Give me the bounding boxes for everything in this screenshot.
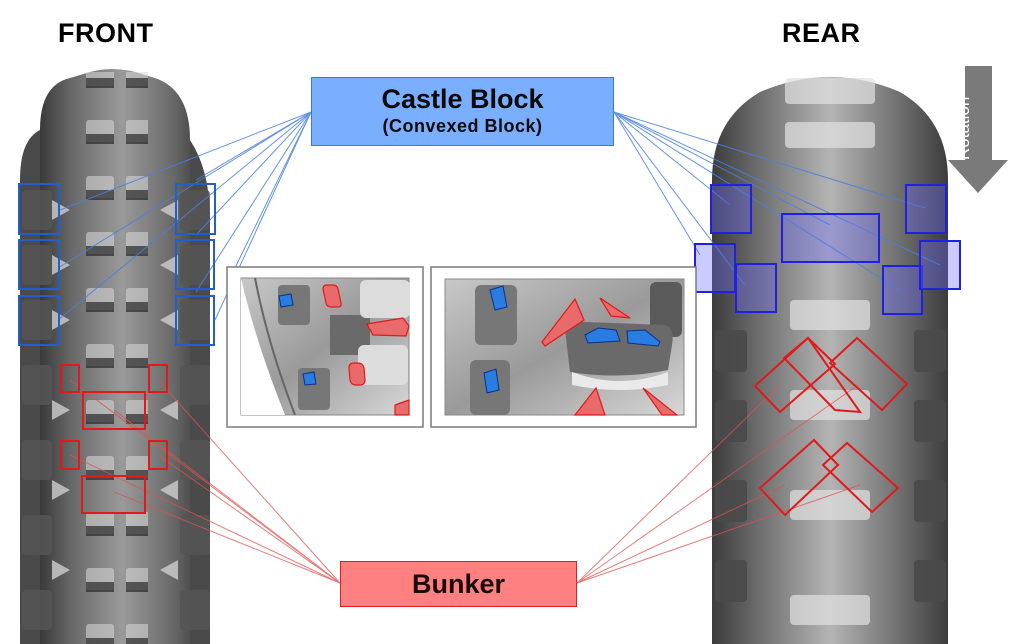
rotation-label: Rotation <box>954 96 973 160</box>
rear-castle-box <box>710 184 752 234</box>
rear-castle-box <box>781 213 880 263</box>
rear-bunker-diamond <box>828 336 909 412</box>
rear-bunker-diamond <box>782 336 863 414</box>
inset-bunker-marker <box>573 386 606 416</box>
front-bunker-box <box>60 440 80 470</box>
inset-castle-marker <box>489 285 508 311</box>
rear-bunker-diamond <box>758 438 840 517</box>
rear-castle-box <box>735 263 777 313</box>
bunker-title: Bunker <box>411 569 506 599</box>
inset-castle-marker <box>302 371 317 386</box>
front-castle-highlights <box>18 183 216 346</box>
rear-castle-box <box>919 240 961 290</box>
inset-bunker-marker <box>394 399 410 416</box>
front-castle-box <box>175 183 216 235</box>
rear-bunker-highlights <box>753 336 909 517</box>
inset-bunker-marker <box>366 317 410 337</box>
rear-castle-highlights <box>694 184 961 315</box>
front-bunker-box <box>81 475 146 514</box>
front-castle-box <box>175 295 215 346</box>
castle-block-connectors <box>57 111 941 321</box>
castle-block-title: Castle Block <box>381 84 544 114</box>
castle-block-subtitle: (Convexed Block) <box>382 116 543 136</box>
rear-castle-box <box>882 265 923 315</box>
rear-title: REAR <box>782 18 861 48</box>
inset-bunker-marker <box>642 387 679 416</box>
inset-castle-marker <box>483 368 500 394</box>
front-castle-box <box>18 239 60 290</box>
inset-castle-marker <box>584 327 621 344</box>
rear-castle-box <box>905 184 947 234</box>
rear-castle-box <box>694 243 736 293</box>
detail-inset-rear <box>430 266 697 428</box>
down-arrow-icon <box>948 66 1008 193</box>
front-bunker-box <box>148 440 168 470</box>
detail-inset-front <box>226 266 424 428</box>
front-castle-box <box>18 183 60 235</box>
inset-bunker-marker <box>541 297 585 347</box>
front-bunker-box <box>60 364 80 393</box>
inset-bunker-marker <box>322 284 342 308</box>
bunker-label-box: Bunker <box>340 561 577 607</box>
front-bunker-highlights <box>60 364 168 514</box>
front-castle-box <box>175 239 215 290</box>
front-tire <box>20 69 210 644</box>
inset-castle-marker <box>626 329 661 347</box>
rear-bunker-diamond <box>821 441 900 514</box>
inset-bunker-marker <box>599 297 631 319</box>
inset-bunker-marker <box>348 362 366 386</box>
inset-castle-marker <box>278 293 294 308</box>
front-bunker-box <box>148 364 168 393</box>
front-bunker-box <box>82 391 146 430</box>
front-title: FRONT <box>58 18 154 48</box>
front-castle-box <box>18 295 60 346</box>
bunker-connectors <box>69 379 861 584</box>
castle-block-label-box: Castle Block (Convexed Block) <box>311 77 614 146</box>
